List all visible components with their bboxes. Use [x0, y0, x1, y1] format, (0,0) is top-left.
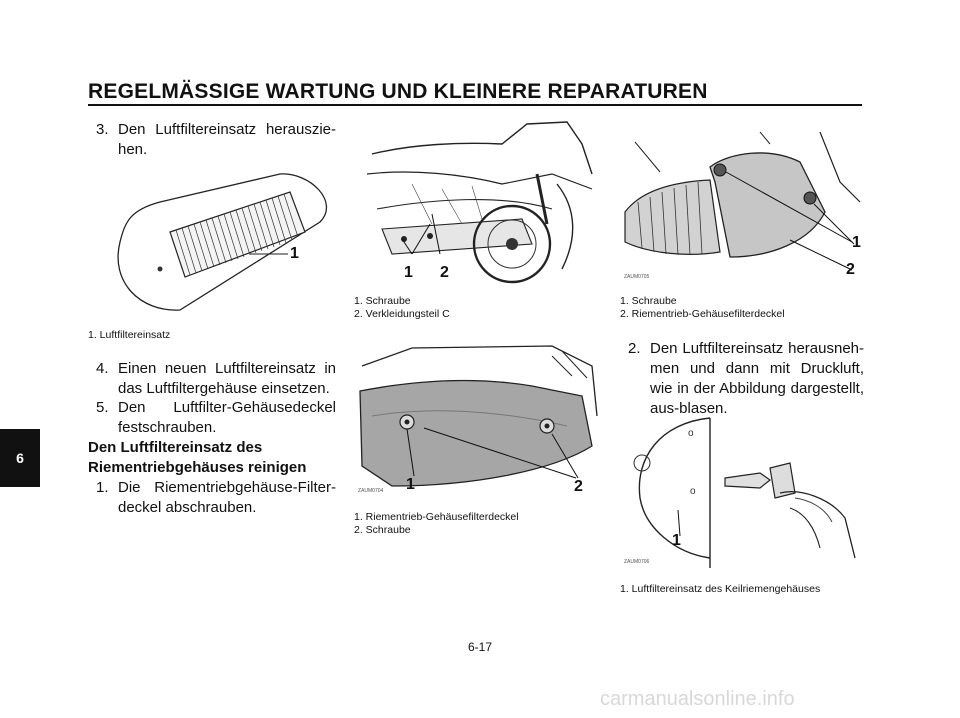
page-title: REGELMÄSSIGE WARTUNG UND KLEINERE REPARA…: [88, 80, 708, 103]
title-rule: [88, 104, 862, 106]
figure-caption: 1. Schraube: [354, 295, 411, 307]
image-code: ZAUM0705: [624, 274, 650, 280]
image-code: ZAUM0706: [624, 559, 650, 565]
figure-caption: 1. Luftfiltereinsatz des Keilriemengehäu…: [620, 583, 821, 595]
section-heading: Riementriebgehäuses reinigen: [88, 459, 307, 476]
page-number: 6-17: [467, 640, 493, 654]
callout-number: 2: [846, 261, 855, 278]
callout-number: 2: [440, 264, 449, 281]
step-text: Den Luftfilter-Gehäusedeckel festschraub…: [118, 399, 336, 436]
callout-number: 1: [404, 264, 413, 281]
step-text: Den Luftfiltereinsatz herauszie-hen.: [118, 121, 336, 158]
image-code: ZAUM0704: [358, 488, 384, 494]
callout-number: 1: [672, 532, 681, 549]
callout-number: 1: [290, 245, 299, 262]
callout-number: 1: [406, 476, 415, 493]
scooter-side-illustration: [366, 121, 593, 284]
watermark: carmanualsonline.info: [600, 688, 795, 710]
belt-filter-cover-illustration: [624, 131, 861, 271]
step-number: 3.: [96, 121, 109, 138]
callout-number: 2: [574, 478, 583, 495]
figure-caption: 2. Verkleidungsteil C: [354, 308, 450, 320]
figure-caption: 2. Riementrieb-Gehäusefilterdeckel: [620, 308, 785, 320]
step-text: Einen neuen Luftfiltereinsatz in das Luf…: [118, 360, 336, 397]
step-number: 5.: [96, 399, 109, 416]
air-filter-illustration: [117, 173, 327, 311]
step-number: 4.: [96, 360, 109, 377]
chapter-tab: 6: [0, 429, 40, 487]
callout-number: 1: [852, 234, 861, 251]
svg-text:o: o: [688, 428, 694, 439]
belt-case-cover-illustration: [359, 345, 598, 487]
figure-caption: 1. Riementrieb-Gehäusefilterdeckel: [354, 511, 519, 523]
svg-text:o: o: [690, 486, 696, 497]
figure-caption: 1. Luftfiltereinsatz: [88, 329, 171, 341]
figure-caption: 1. Schraube: [620, 295, 677, 307]
step-number: 2.: [628, 340, 641, 357]
figure-caption: 2. Schraube: [354, 524, 411, 536]
compressed-air-illustration: o o: [633, 417, 856, 568]
step-text: Den Luftfiltereinsatz herausneh-men und …: [650, 340, 864, 417]
step-text: Die Riementriebgehäuse-Filter-deckel abs…: [118, 479, 336, 516]
step-number: 1.: [96, 479, 109, 496]
section-heading: Den Luftfiltereinsatz des: [88, 439, 263, 456]
